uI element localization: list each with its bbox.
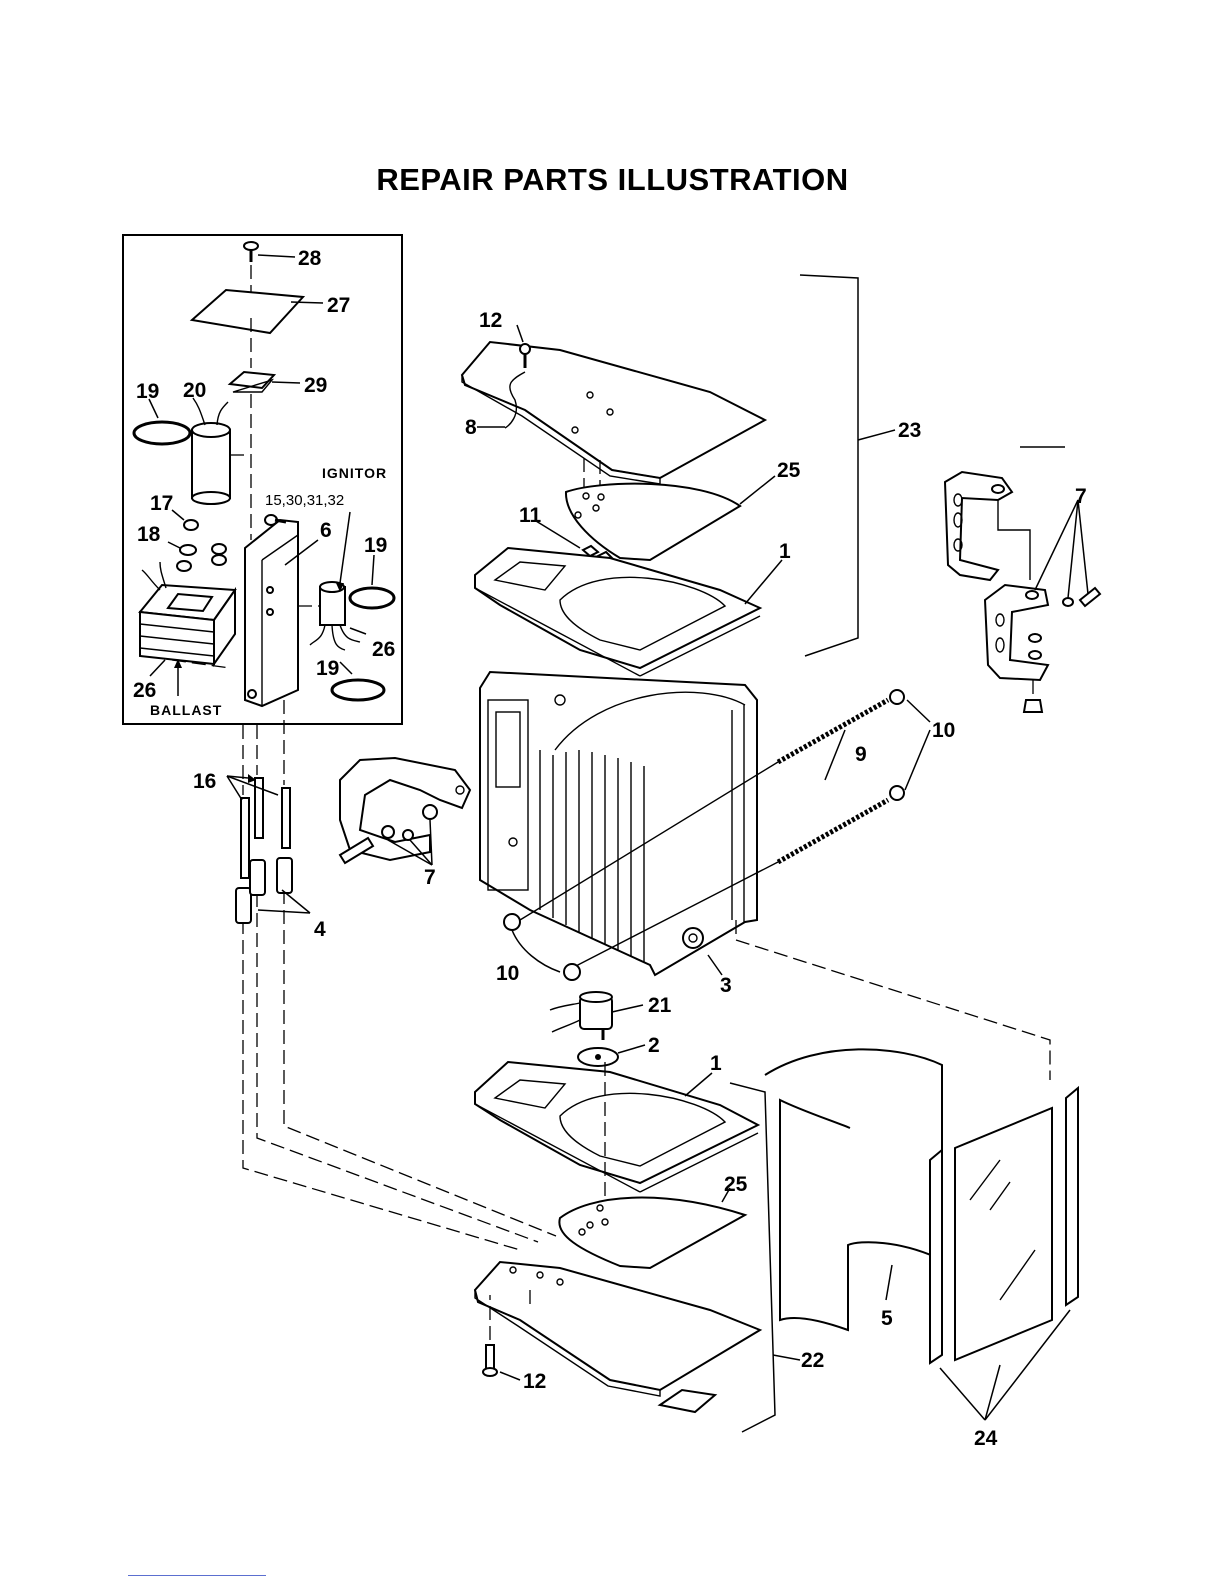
- callout-12-top: 12: [479, 309, 502, 332]
- callout-26-a: 26: [133, 679, 156, 702]
- window-24: [930, 1088, 1078, 1420]
- reflector-5: [765, 1049, 942, 1330]
- mounting-bracket-7-left: [340, 758, 470, 865]
- callout-9: 9: [855, 743, 867, 766]
- callout-24: 24: [974, 1427, 998, 1450]
- callout-6: 6: [320, 519, 332, 542]
- label-ignitor: IGNITOR: [322, 465, 387, 481]
- wire-clamp-19-c: [332, 662, 384, 700]
- callout-28: 28: [298, 247, 322, 270]
- washer-2: [578, 1045, 645, 1066]
- bottom-plate: [475, 1262, 760, 1412]
- callout-23: 23: [898, 419, 921, 442]
- callout-22: 22: [801, 1349, 824, 1372]
- gasket-25-lower: [559, 1188, 745, 1268]
- callout-19-c: 19: [316, 657, 339, 680]
- main-housing: [480, 672, 757, 975]
- callout-16: 16: [193, 770, 216, 793]
- top-cover-plate: [462, 325, 765, 484]
- lead-26-b: [350, 628, 366, 634]
- nut-17: [172, 510, 198, 530]
- callout-11: 11: [519, 504, 542, 527]
- cover-plate-27: [192, 290, 323, 368]
- washer-18: [168, 542, 226, 571]
- callout-2: 2: [648, 1034, 660, 1057]
- lead-26-a: [150, 660, 165, 676]
- lamp-socket-21: [550, 992, 643, 1040]
- callout-12-bottom: 12: [523, 1370, 546, 1393]
- callout-8: 8: [465, 416, 477, 439]
- callout-25-bottom: 25: [724, 1173, 748, 1196]
- callout-10-left: 10: [496, 962, 519, 985]
- wire-clamp-19-a: [134, 399, 190, 444]
- ballast-transformer: [140, 562, 235, 668]
- callout-5: 5: [881, 1307, 893, 1330]
- nuts-10-right: [890, 690, 930, 800]
- footer-link-underline: [128, 1575, 266, 1576]
- screw-28: [244, 242, 295, 292]
- callout-1-bottom: 1: [710, 1052, 722, 1075]
- callout-1-top: 1: [779, 540, 791, 563]
- callout-19-b: 19: [364, 534, 387, 557]
- callout-21: 21: [648, 994, 672, 1017]
- callout-18: 18: [137, 523, 161, 546]
- bracket-6: [245, 520, 318, 706]
- callout-20: 20: [183, 379, 206, 402]
- callout-29: 29: [304, 374, 327, 397]
- callout-7-left: 7: [424, 866, 436, 889]
- wire-clamp-19-b: [350, 555, 394, 608]
- label-ballast: BALLAST: [150, 702, 222, 718]
- callout-19-a: 19: [136, 380, 159, 403]
- callout-25-top: 25: [777, 459, 801, 482]
- callout-10-right: 10: [932, 719, 955, 742]
- callout-15-30-31-32: 15,30,31,32: [265, 492, 344, 509]
- callout-17: 17: [150, 492, 173, 515]
- callout-27: 27: [327, 294, 350, 317]
- clip-29: [230, 372, 300, 540]
- callout-4: 4: [314, 918, 326, 941]
- capacitor-20: [192, 398, 248, 504]
- end-plate-1-lower: [475, 1062, 758, 1205]
- bracket-23: [800, 275, 858, 656]
- callout-26-b: 26: [372, 638, 395, 661]
- callout-7-right: 7: [1075, 485, 1087, 508]
- end-plate-1-upper: [475, 548, 782, 676]
- callout-3: 3: [720, 974, 732, 997]
